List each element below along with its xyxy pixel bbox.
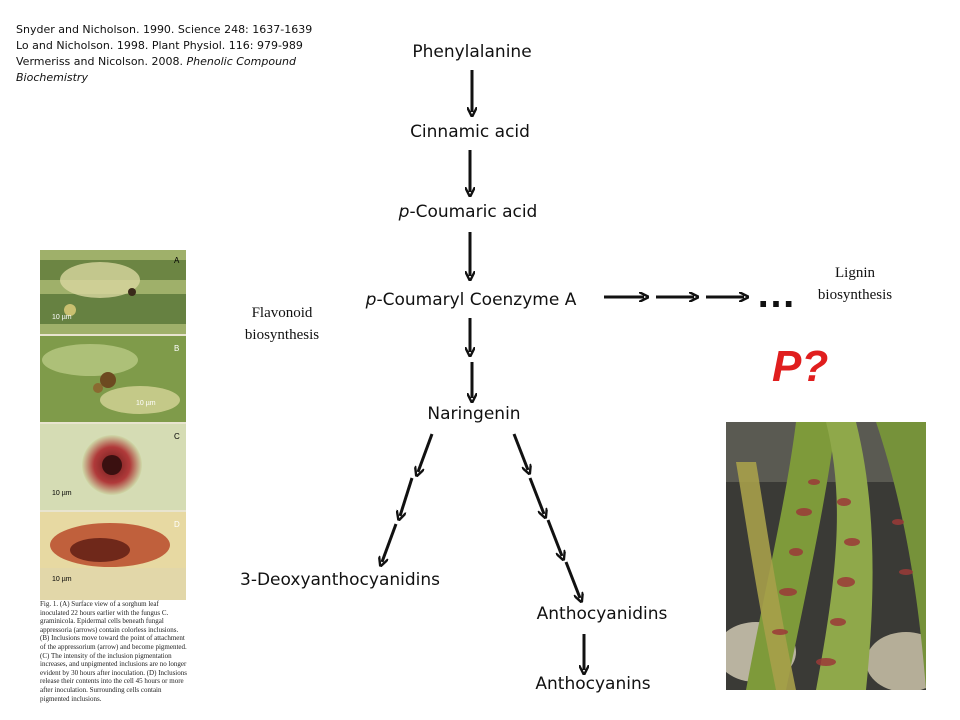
arrow-right-4: [564, 561, 580, 598]
panel-letter-a: A: [174, 256, 180, 265]
panel-letter-d: D: [174, 520, 180, 529]
panel-letter-c: C: [174, 432, 180, 441]
scale-bar-a: 10 µm: [52, 314, 72, 321]
references: Snyder and Nicholson. 1990. Science 248:…: [16, 22, 312, 86]
scale-bar-d: 10 µm: [52, 576, 72, 583]
panel-letter-b: B: [174, 344, 180, 353]
node-p-coumaric-acid: p-Coumaric acid: [398, 202, 538, 222]
arrow-left-3: [382, 523, 398, 562]
scale-bar-b: 10 µm: [136, 400, 156, 407]
arrow-right-1: [512, 433, 528, 470]
node-phenylalanine: Phenylalanine: [412, 42, 532, 62]
p-question-label: P?: [772, 342, 829, 391]
node-3-deoxyanthocyanidins: 3-Deoxyanthocyanidins: [240, 570, 440, 590]
scale-bar-c: 10 µm: [52, 490, 72, 497]
sorghum-leaf-photo: [726, 422, 926, 690]
reference-3: Vermeriss and Nicolson. 2008. Phenolic C…: [16, 55, 297, 68]
arrow-left-1: [418, 433, 434, 472]
arrow-left-2: [400, 477, 414, 516]
sorghum-leaf-illustration: [726, 422, 926, 690]
node-anthocyanidins: Anthocyanidins: [536, 604, 668, 624]
micrograph-caption: Fig. 1. (A) Surface view of a sorghum le…: [40, 600, 187, 703]
ellipsis: …: [756, 272, 797, 316]
reference-1: Snyder and Nicholson. 1990. Science 248:…: [16, 23, 313, 36]
arrow-right-3: [546, 519, 562, 556]
reference-2: Lo and Nicholson. 1998. Plant Physiol. 1…: [16, 39, 303, 52]
reference-4: Biochemistry: [16, 71, 88, 84]
node-cinnamic-acid: Cinnamic acid: [410, 122, 530, 142]
micrograph-panels: [40, 250, 186, 600]
arrow-right-2: [528, 477, 544, 514]
flavonoid-biosynthesis-label: Flavonoid biosynthesis: [244, 305, 320, 343]
node-naringenin: Naringenin: [427, 404, 521, 424]
node-anthocyanins: Anthocyanins: [535, 674, 651, 694]
node-p-coumaryl-coa: p-Coumaryl Coenzyme A: [365, 290, 577, 310]
micrograph-figure: A B C D 10 µm 10 µm 10 µm 10 µm: [40, 250, 186, 600]
lignin-biosynthesis-label: Lignin biosynthesis: [817, 265, 893, 303]
